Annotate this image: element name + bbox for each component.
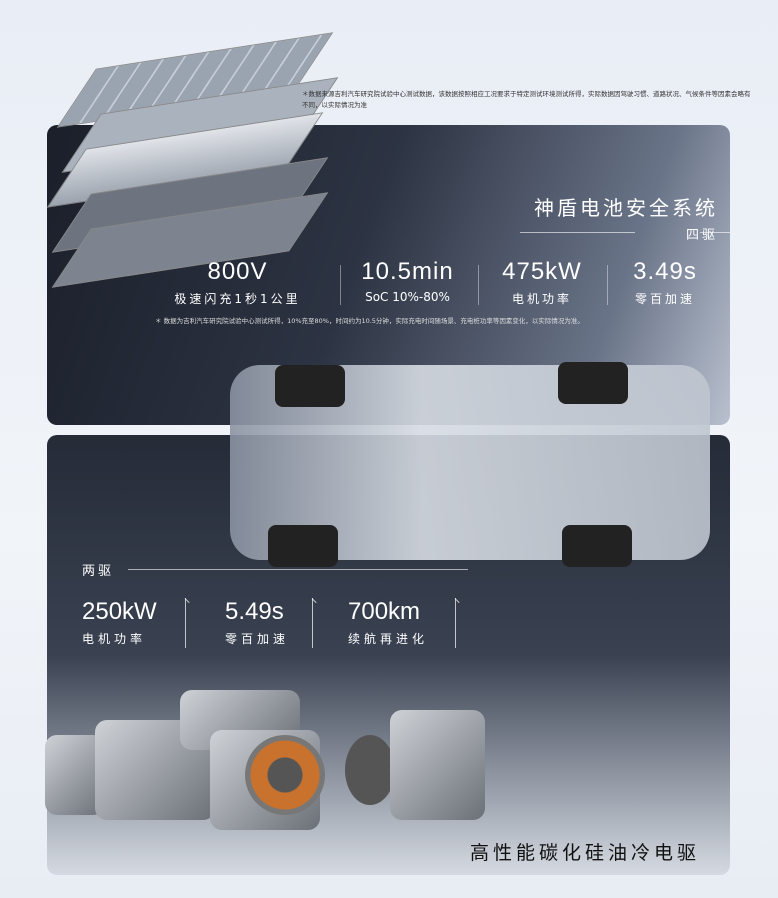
wheel <box>562 525 632 567</box>
divider <box>478 265 479 305</box>
rwd-label: 两驱 <box>82 564 115 579</box>
divider <box>520 232 635 233</box>
wheel <box>275 365 345 407</box>
test-data-disclaimer: ＊数据来源吉利汽车研究院试验中心测试数据，该数据按照相应工况要求于特定测试环境测… <box>302 90 751 109</box>
wheel <box>558 362 628 404</box>
divider <box>340 265 341 305</box>
electric-drive-unit-image <box>45 690 485 835</box>
divider <box>700 232 730 233</box>
up-arrow-icon <box>185 598 186 648</box>
battery-system-title: 神盾电池安全系统 <box>534 196 718 220</box>
battery-pack-exploded-image <box>40 32 339 288</box>
electric-drive-title: 高性能碳化硅油冷电驱 <box>470 842 701 864</box>
up-arrow-icon <box>312 598 313 648</box>
awd-label: 四驱 <box>685 228 718 243</box>
divider <box>607 265 608 305</box>
up-arrow-icon <box>455 598 456 648</box>
charge-disclaimer: ＊ 数据为吉利汽车研究院试验中心测试所得，10%充至80%，时间约为10.5分钟… <box>155 317 584 325</box>
wheel <box>268 525 338 567</box>
divider <box>128 569 468 570</box>
